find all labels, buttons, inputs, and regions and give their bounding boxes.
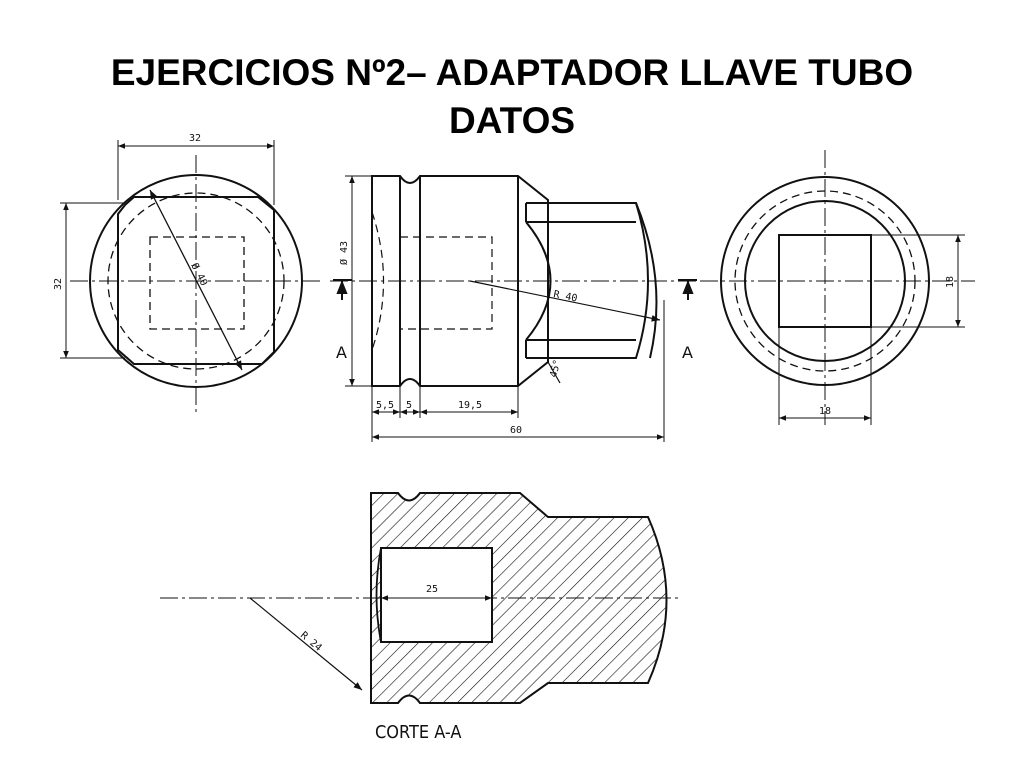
front-total-label: 60 — [510, 425, 522, 436]
left-diag-label: Ø 40 — [188, 261, 210, 288]
section-mark-right: A — [682, 343, 693, 362]
front-chamfer-leader — [547, 361, 561, 384]
section-view — [160, 492, 680, 704]
left-diag-leader — [149, 189, 243, 371]
front-dim-2-label: 5 — [406, 400, 412, 411]
title-line-1: EJERCICIOS Nº2– ADAPTADOR LLAVE TUBO — [110, 52, 914, 93]
title-line-2: DATOS — [448, 100, 576, 141]
front-radius-leader — [469, 280, 661, 322]
right-view — [700, 150, 975, 425]
front-dim-3-label: 19,5 — [458, 400, 482, 411]
section-radius-label: R 24 — [298, 630, 324, 654]
front-diameter-label: Ø 43 — [338, 241, 350, 265]
left-width-label: 32 — [189, 133, 201, 144]
front-radius-label: R 40 — [552, 289, 578, 304]
section-bore-curve — [375, 547, 382, 643]
front-dim-1-label: 5,5 — [376, 400, 394, 411]
section-mark-left: A — [336, 343, 347, 362]
section-depth-label: 25 — [426, 584, 438, 595]
section-radius-leader — [249, 597, 363, 691]
section-caption: CORTE A-A — [375, 722, 461, 743]
right-height-label: 18 — [945, 276, 956, 288]
right-width-label: 18 — [819, 406, 831, 417]
front-view — [330, 175, 700, 442]
left-height-label: 32 — [53, 278, 64, 290]
front-hidden-pocket — [399, 236, 493, 330]
front-chamfer-label: 45° — [548, 358, 563, 378]
left-view — [60, 140, 320, 415]
